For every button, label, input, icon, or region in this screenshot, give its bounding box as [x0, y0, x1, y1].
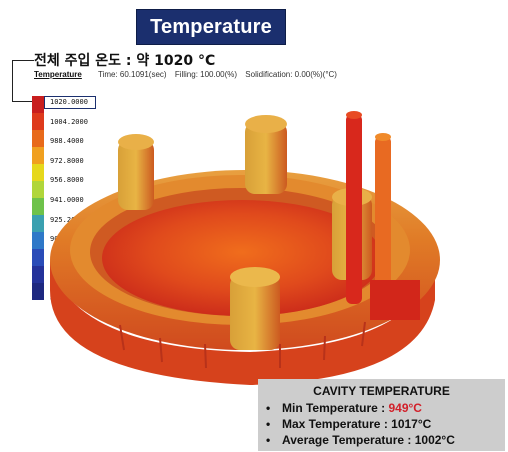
min-temperature-row: • Min Temperature : 949°C: [266, 401, 422, 415]
bullet-icon: •: [266, 401, 271, 415]
legend-swatch: [32, 130, 44, 147]
callout-line: [12, 60, 13, 102]
legend-swatch: [32, 249, 44, 266]
legend-swatch: [32, 181, 44, 198]
casting-ribs: [119, 321, 366, 369]
legend-tick-label: 1004.2000: [50, 117, 88, 126]
legend-swatch: [32, 164, 44, 181]
legend-swatch: [32, 96, 44, 113]
legend-tick-label: 972.8000: [50, 156, 84, 165]
result-type-label[interactable]: Temperature: [34, 70, 82, 79]
average-temperature-label: Average Temperature : 1002°C: [282, 433, 455, 447]
max-temperature-row: • Max Temperature : 1017°C: [266, 417, 431, 431]
legend-swatch: [32, 198, 44, 215]
average-temperature-row: • Average Temperature : 1002°C: [266, 433, 455, 447]
legend-tick-label: 925.2000: [50, 215, 84, 224]
filling-readout: Filling: 100.00(%): [174, 70, 238, 79]
simulation-status-bar: Temperature Time: 60.1091(sec) Filling: …: [34, 70, 343, 79]
legend-swatch: [32, 283, 44, 300]
legend-swatch: [32, 266, 44, 283]
legend-max-highlight: [44, 96, 96, 109]
legend-tick-label: 988.4000: [50, 137, 84, 146]
injection-temperature-callout: 전체 주입 온도 : 약 1020 °C: [34, 53, 216, 69]
legend-tick-label: 941.0000: [50, 196, 84, 204]
cavity-temperature-panel: CAVITY TEMPERATURE • Min Temperature : 94…: [258, 379, 505, 451]
min-temperature-label: Min Temperature :: [282, 401, 389, 415]
max-temperature-label: Max Temperature : 1017°C: [282, 417, 432, 431]
callout-line: [12, 101, 38, 102]
solidification-readout: Solidification: 0.00(%)(°C): [245, 70, 337, 79]
casting-temperature-render: [50, 111, 440, 385]
legend-swatch: [32, 147, 44, 164]
bullet-icon: •: [266, 417, 271, 431]
casting-risers: [346, 111, 420, 320]
panel-heading: CAVITY TEMPERATURE: [313, 384, 450, 398]
title-banner: Temperature: [136, 9, 286, 45]
legend-swatch: [32, 232, 44, 249]
page-title: Temperature: [150, 15, 272, 38]
callout-line: [12, 60, 34, 61]
temperature-color-legend: [32, 96, 44, 300]
legend-swatch: [32, 113, 44, 130]
legend-tick-label: 956.8000: [50, 176, 84, 185]
bullet-icon: •: [266, 433, 271, 447]
legend-swatch: [32, 215, 44, 232]
casting-ring: [70, 175, 410, 325]
legend-tick-label: 1020.0000: [50, 98, 88, 106]
time-readout: Time: 60.1091(sec): [97, 70, 167, 79]
min-temperature-value: 949°C: [388, 401, 422, 415]
